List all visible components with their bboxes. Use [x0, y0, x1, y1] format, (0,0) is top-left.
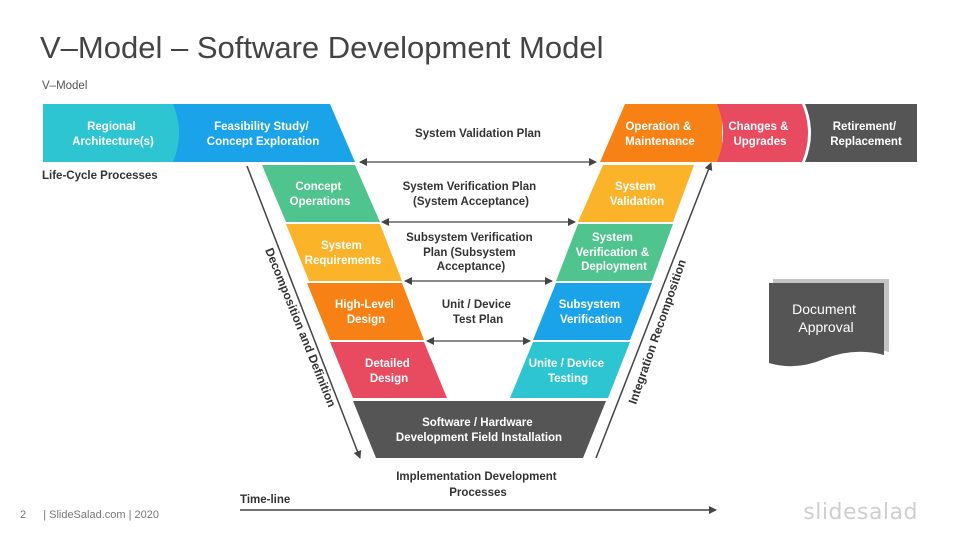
subsystem-verification-plan-label: Subsystem Verification Plan (Subsystem A… [406, 232, 536, 273]
timeline-label: Time-line [240, 494, 290, 506]
decomposition-arrow [246, 165, 362, 459]
system-validation-plan-label: System Validation Plan [415, 128, 541, 140]
brand-logo: slidesalad [803, 500, 918, 525]
detailed-design-block [330, 342, 447, 398]
footer: 2 | SlideSalad.com | 2020 [20, 509, 159, 521]
field-installation-label: Software / Hardware Development Field In… [396, 417, 562, 444]
changes-upgrades-block [717, 104, 808, 162]
operation-maintenance-block [600, 104, 722, 162]
page-title: V–Model – Software Development Model [40, 30, 604, 65]
operation-maintenance-label: Operation & Maintenance [625, 121, 695, 148]
retirement-replacement-block [805, 104, 917, 162]
detailed-design-label: Detailed Design [365, 358, 413, 385]
system-requirements-block [286, 224, 402, 281]
concept-operations-block [262, 165, 380, 222]
system-validation-block [578, 165, 694, 222]
feasibility-study-block [173, 104, 355, 162]
unit-device-test-plan-label: Unit / Device Test Plan [442, 299, 514, 326]
system-verification-deployment-label: System Verification & Deployment [576, 232, 653, 273]
regional-architecture-block [43, 104, 184, 162]
integration-arrow [595, 162, 713, 459]
system-verification-plan-label: System Verification Plan (System Accepta… [403, 181, 540, 208]
lifecycle-label: Life-Cycle Processes [42, 170, 158, 182]
implementation-processes-label: Implementation Development Processes [396, 471, 560, 499]
concept-operations-label: Concept Operations [290, 181, 351, 208]
high-level-design-block [307, 283, 424, 340]
system-validation-label: System Validation [610, 181, 664, 208]
feasibility-study-label: Feasibility Study/ Concept Exploration [207, 121, 319, 148]
changes-upgrades-label: Changes & Upgrades [728, 121, 791, 148]
document-approval-label: Document Approval [792, 301, 860, 335]
document-approval-icon [769, 283, 884, 367]
field-installation-block [353, 401, 606, 458]
page-subtitle: V–Model [42, 80, 88, 92]
unit-device-testing-label: Unite / Device Testing [529, 358, 608, 385]
page-number: 2 [20, 509, 27, 521]
system-requirements-label: System Requirements [305, 240, 382, 267]
subsystem-verification-block [533, 283, 652, 340]
unit-device-testing-block [510, 342, 630, 398]
high-level-design-label: High-Level Design [335, 299, 397, 326]
footer-text: | SlideSalad.com | 2020 [43, 509, 159, 521]
subsystem-verification-label: Subsystem Verification [559, 299, 624, 326]
regional-architecture-label: Regional Architecture(s) [72, 121, 154, 148]
system-verification-deployment-block [556, 224, 673, 281]
retirement-replacement-label: Retirement/ Replacement [830, 121, 902, 148]
